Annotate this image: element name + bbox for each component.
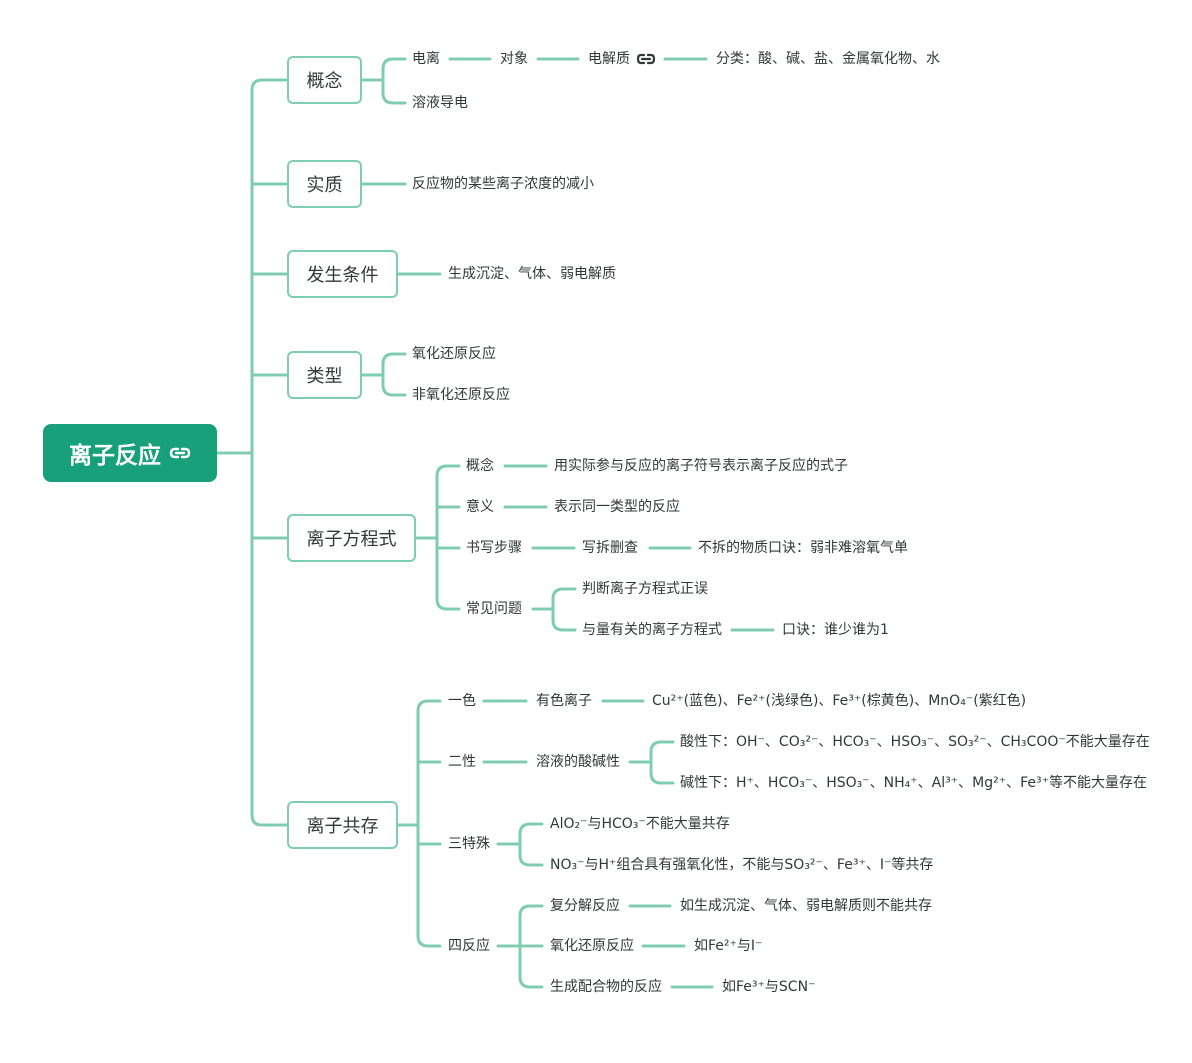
topic-eq-concept-text[interactable]: 用实际参与反应的离子符号表示离子反应的式子 bbox=[554, 458, 848, 474]
topic-eq-judge[interactable]: 判断离子方程式正误 bbox=[582, 581, 708, 597]
topic-eq-steps-text[interactable]: 写拆删查 bbox=[582, 540, 638, 556]
topic-eq-meaning[interactable]: 意义 bbox=[466, 499, 494, 515]
topic-co-property-text[interactable]: 溶液的酸碱性 bbox=[536, 754, 620, 770]
topic-essence-text[interactable]: 反应物的某些离子浓度的减小 bbox=[412, 176, 594, 192]
topic-redox[interactable]: 氧化还原反应 bbox=[412, 346, 496, 362]
branch-concept-label: 概念 bbox=[306, 71, 343, 92]
topic-co-basic[interactable]: 碱性下：H⁺、HCO₃⁻、HSO₃⁻、NH₄⁺、Al³⁺、Mg²⁺、Fe³⁺等不… bbox=[680, 775, 1148, 791]
root-label: 离子反应 bbox=[69, 443, 161, 469]
branch-coexist[interactable]: 离子共存 bbox=[287, 801, 398, 849]
link-icon[interactable] bbox=[169, 446, 191, 460]
topic-co-r1[interactable]: 复分解反应 bbox=[550, 898, 620, 914]
topic-duixiang[interactable]: 对象 bbox=[500, 51, 528, 67]
topic-eq-common[interactable]: 常见问题 bbox=[466, 601, 522, 617]
topic-eq-concept[interactable]: 概念 bbox=[466, 458, 494, 474]
root-node[interactable]: 离子反应 bbox=[43, 424, 217, 482]
topic-dianli[interactable]: 电离 bbox=[412, 51, 440, 67]
branch-type[interactable]: 类型 bbox=[287, 351, 362, 399]
topic-co-acidic[interactable]: 酸性下：OH⁻、CO₃²⁻、HCO₃⁻、HSO₃⁻、SO₃²⁻、CH₃COO⁻不… bbox=[680, 734, 1150, 750]
branch-equation[interactable]: 离子方程式 bbox=[287, 514, 416, 562]
topic-co-special[interactable]: 三特殊 bbox=[448, 836, 490, 852]
topic-condition-text[interactable]: 生成沉淀、气体、弱电解质 bbox=[448, 266, 616, 282]
topic-nonredox[interactable]: 非氧化还原反应 bbox=[412, 387, 510, 403]
branch-essence-label: 实质 bbox=[306, 175, 343, 196]
topic-eq-quantity-tip[interactable]: 口诀：谁少谁为1 bbox=[782, 622, 889, 638]
topic-co-r3[interactable]: 生成配合物的反应 bbox=[550, 979, 662, 995]
branch-condition-label: 发生条件 bbox=[306, 265, 379, 286]
topic-rongye[interactable]: 溶液导电 bbox=[412, 95, 468, 111]
link-icon[interactable] bbox=[636, 53, 656, 65]
topic-co-r3-text[interactable]: 如Fe³⁺与SCN⁻ bbox=[722, 979, 816, 995]
topic-eq-steps[interactable]: 书写步骤 bbox=[466, 540, 522, 556]
branch-condition[interactable]: 发生条件 bbox=[287, 250, 398, 298]
topic-co-special1[interactable]: AlO₂⁻与HCO₃⁻不能大量共存 bbox=[550, 816, 730, 832]
branch-equation-label: 离子方程式 bbox=[306, 529, 397, 550]
topic-eq-meaning-text[interactable]: 表示同一类型的反应 bbox=[554, 499, 680, 515]
branch-essence[interactable]: 实质 bbox=[287, 160, 362, 208]
topic-co-reaction[interactable]: 四反应 bbox=[448, 938, 490, 954]
topic-dianjiezhi[interactable]: 电解质 bbox=[588, 50, 656, 68]
branch-coexist-label: 离子共存 bbox=[306, 816, 379, 837]
topic-co-color-text[interactable]: Cu²⁺(蓝色)、Fe²⁺(浅绿色)、Fe³⁺(棕黄色)、MnO₄⁻(紫红色) bbox=[652, 693, 1027, 709]
branch-type-label: 类型 bbox=[306, 366, 343, 387]
topic-co-special2[interactable]: NO₃⁻与H⁺组合具有强氧化性，不能与SO₃²⁻、Fe³⁺、I⁻等共存 bbox=[550, 857, 934, 873]
topic-co-color-ions[interactable]: 有色离子 bbox=[536, 693, 592, 709]
topic-dianjiezhi-label: 电解质 bbox=[588, 51, 630, 67]
topic-co-r2-text[interactable]: 如Fe²⁺与I⁻ bbox=[694, 938, 763, 954]
topic-co-r2[interactable]: 氧化还原反应 bbox=[550, 938, 634, 954]
topic-eq-steps-tip[interactable]: 不拆的物质口诀：弱非难溶氧气单 bbox=[698, 540, 908, 556]
topic-co-property[interactable]: 二性 bbox=[448, 754, 476, 770]
topic-eq-quantity[interactable]: 与量有关的离子方程式 bbox=[582, 622, 722, 638]
topic-co-color[interactable]: 一色 bbox=[448, 693, 476, 709]
topic-fenlei[interactable]: 分类：酸、碱、盐、金属氧化物、水 bbox=[716, 51, 940, 67]
topic-co-r1-text[interactable]: 如生成沉淀、气体、弱电解质则不能共存 bbox=[680, 898, 932, 914]
branch-concept[interactable]: 概念 bbox=[287, 56, 362, 104]
